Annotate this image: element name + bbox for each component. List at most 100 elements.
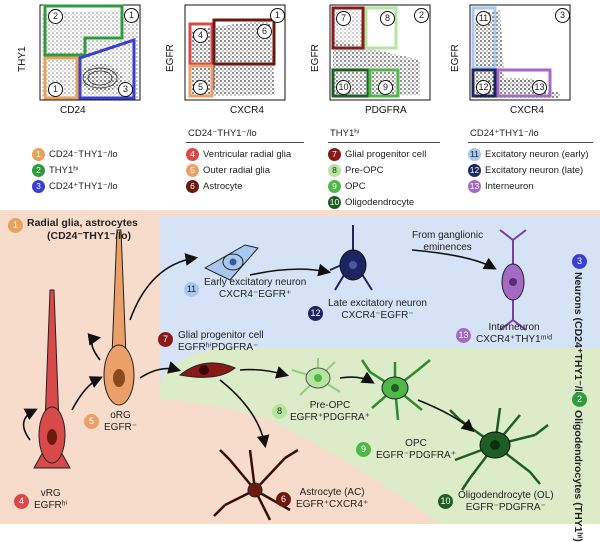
legend-text: THY1ʰⁱ	[49, 165, 79, 176]
legend-item: 8 Pre-OPC	[328, 164, 384, 177]
legend-item: 7 Glial progenitor cell	[328, 148, 426, 161]
gpc-cell	[178, 362, 236, 378]
plot-2-ylabel: EGFR	[165, 44, 176, 72]
legend-item: 6 Astrocyte	[186, 180, 243, 193]
plot-3-xlabel: PDGFRA	[365, 105, 407, 116]
preopc-label: Pre-OPC EGFR⁺PDGFRA⁺	[290, 400, 370, 424]
legend-item: 1 CD24⁻THY1⁻/lo	[32, 148, 118, 161]
early-name: Early excitatory neuron	[204, 277, 307, 288]
plot-1-ylabel: THY1	[17, 46, 28, 72]
legend-divider	[328, 142, 440, 143]
opc-cell	[360, 359, 431, 421]
gate-label: 4	[193, 28, 208, 43]
group2-subtitle: (THY1ʰⁱ)	[572, 502, 584, 542]
group3-badge: 3	[572, 254, 587, 269]
org-badge: 5	[84, 414, 99, 429]
gate-label: 9	[378, 80, 393, 95]
legend-text: Outer radial glia	[203, 165, 271, 176]
legend-text: Excitatory neuron (late)	[485, 165, 584, 176]
interneuron-cell	[499, 229, 527, 331]
legend-col2-head: CD24⁻THY1⁻/lo	[188, 128, 257, 139]
vrg-badge: 4	[14, 494, 29, 509]
gpc-label: Glial progenitor cell EGFRʰⁱPDGFRA⁻	[178, 330, 264, 354]
plot-4-ylabel: EGFR	[450, 44, 461, 72]
legend-badge: 4	[186, 148, 199, 161]
lineage-diagram	[0, 210, 600, 524]
preopc-name: Pre-OPC	[309, 400, 351, 411]
legend-text: CD24⁻THY1⁻/lo	[49, 149, 118, 160]
gate-label: 6	[257, 24, 272, 39]
legend-badge: 5	[186, 164, 199, 177]
legend-badge: 8	[328, 164, 341, 177]
legend-item: 9 OPC	[328, 180, 366, 193]
gpc-marker: EGFRʰⁱPDGFRA⁻	[178, 342, 259, 353]
group3-subtitle: (CD24⁺THY1⁻/lo)	[572, 317, 584, 402]
plot-3-corner: 2	[414, 8, 429, 23]
gate-label: 13	[532, 80, 547, 95]
legend-item: 12 Excitatory neuron (late)	[468, 164, 583, 177]
group2-label: Oligodendrocytes (THY1ʰⁱ)	[572, 410, 584, 542]
vrg-name: vRG	[40, 488, 61, 499]
org-name: oRG	[110, 410, 131, 421]
legend-badge: 9	[328, 180, 341, 193]
opc-marker: EGFR⁻PDGFRA⁺	[376, 450, 457, 461]
legend-item: 5 Outer radial glia	[186, 164, 270, 177]
gpc-badge: 7	[158, 332, 173, 347]
group2-badge: 2	[572, 392, 587, 407]
legend-badge: 3	[32, 180, 45, 193]
vrg-label: vRG EGFRʰⁱ	[34, 488, 67, 512]
org-marker: EGFR⁻	[104, 422, 138, 433]
late-label: Late excitatory neuron CXCR4⁻EGFR⁻	[328, 298, 427, 322]
legend-badge: 12	[468, 164, 481, 177]
legend-divider	[468, 142, 593, 143]
gate-label: 11	[476, 11, 491, 26]
late-marker: CXCR4⁻EGFR⁻	[341, 310, 414, 321]
legend-text: Oligodendrocyte	[345, 197, 415, 208]
gate-label: 12	[476, 80, 491, 95]
vrg-marker: EGFRʰⁱ	[34, 500, 68, 511]
gate-label: 10	[336, 80, 351, 95]
legend-item: 13 Interneuron	[468, 180, 534, 193]
ol-badge: 10	[438, 494, 453, 509]
group3-title: Neurons	[572, 272, 584, 315]
group2-title: Oligodendrocytes	[572, 410, 584, 500]
plot-4-corner: 3	[555, 8, 570, 23]
legend-text: Ventricular radial glia	[203, 149, 292, 160]
legend-divider	[186, 142, 304, 143]
ac-badge: 6	[276, 492, 291, 507]
ol-name: Oligodendrocyte (OL)	[458, 490, 554, 501]
ol-label: Oligodendrocyte (OL) EGFR⁻PDGFRA⁻	[458, 490, 554, 514]
gate-label: 8	[380, 11, 395, 26]
vrg-cell	[33, 289, 71, 469]
legend-text: Excitatory neuron (early)	[485, 149, 589, 160]
org-cell	[103, 229, 135, 406]
preopc-badge: 8	[272, 404, 287, 419]
legend-item: 2 THY1ʰⁱ	[32, 164, 79, 177]
legend-badge: 1	[32, 148, 45, 161]
flow-plots	[39, 4, 571, 101]
legend-text: Astrocyte	[203, 181, 243, 192]
plot-1-xlabel: CD24	[60, 105, 86, 116]
legend-badge: 13	[468, 180, 481, 193]
legend-item: 3 CD24⁺THY1⁻/lo	[32, 180, 118, 193]
group1-badge: 1	[8, 218, 23, 233]
legend-badge: 7	[328, 148, 341, 161]
legend-text: Interneuron	[485, 181, 534, 192]
opc-badge: 9	[356, 442, 371, 457]
ac-label: Astrocyte (AC) EGFR⁺CXCR4⁺	[296, 487, 368, 511]
plot-2-corner: 1	[270, 8, 285, 23]
legend-item: 10 Oligodendrocyte	[328, 196, 414, 209]
legend-badge: 6	[186, 180, 199, 193]
gate-label: 3	[118, 82, 133, 97]
pre-opc-cell	[291, 358, 341, 396]
early-label: Early excitatory neuron CXCR4⁻EGFR⁺	[204, 277, 306, 301]
late-neuron-cell	[329, 225, 373, 291]
preopc-marker: EGFR⁺PDGFRA⁺	[290, 412, 371, 423]
legend-col4-head: CD24⁺THY1⁻/lo	[470, 128, 539, 139]
gate-label: 1	[48, 82, 63, 97]
gate-label: 5	[193, 80, 208, 95]
early-marker: CXCR4⁻EGFR⁺	[219, 289, 292, 300]
opc-label: OPC EGFR⁻PDGFRA⁺	[376, 438, 456, 462]
org-label: oRG EGFR⁻	[104, 410, 137, 434]
ganglionic-line1: From ganglionic	[412, 230, 484, 241]
